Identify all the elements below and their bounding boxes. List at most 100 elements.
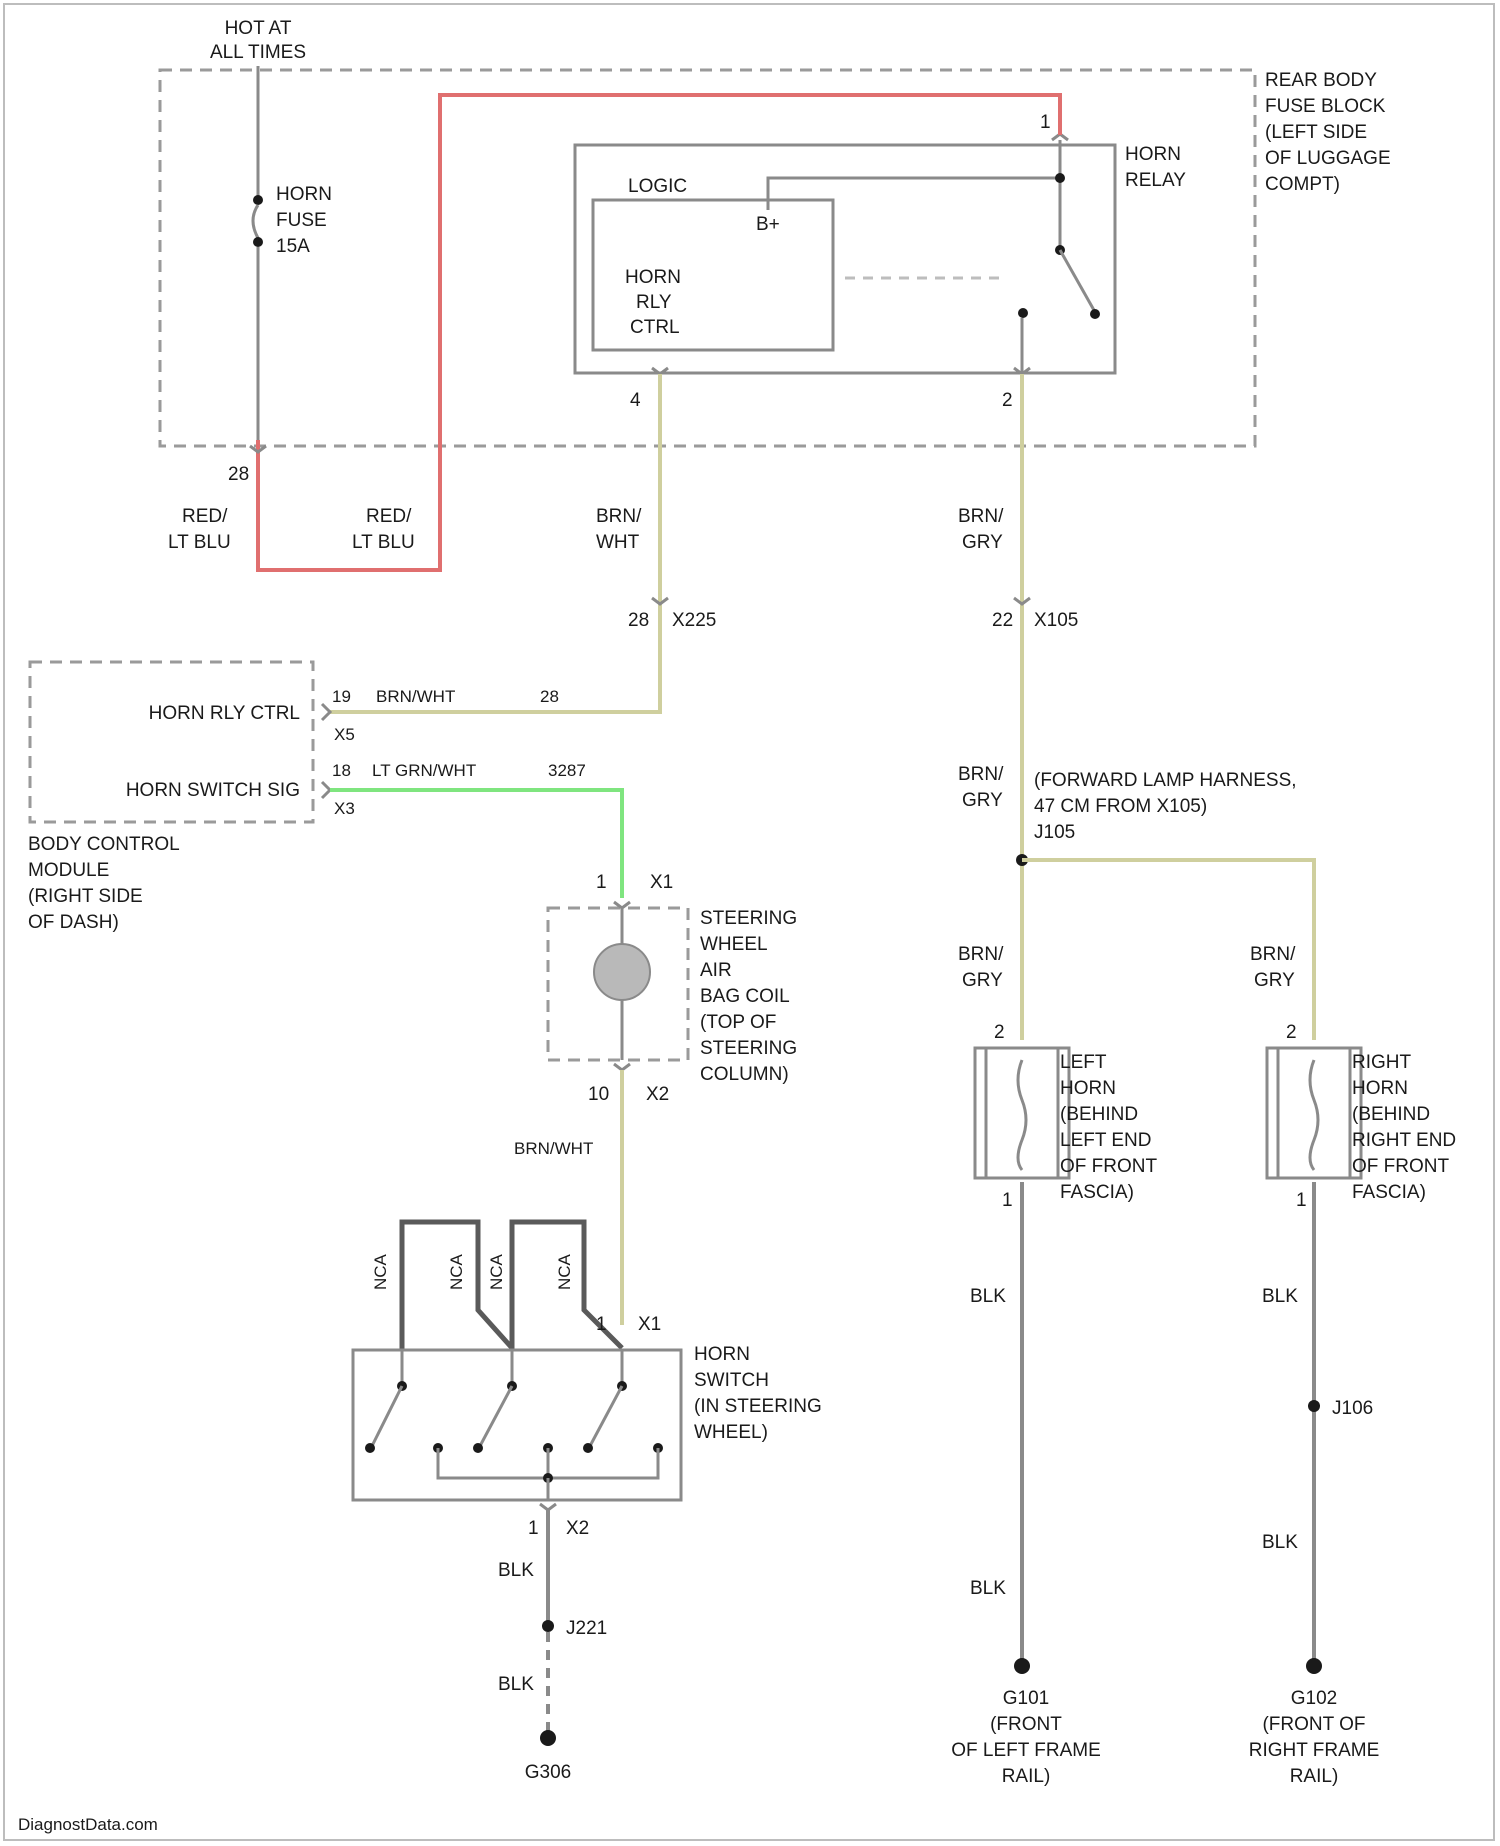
bcm-label-2: MODULE bbox=[28, 860, 109, 881]
x225-label: X225 bbox=[672, 610, 716, 631]
right-blk-label-2: BLK bbox=[1262, 1532, 1298, 1553]
left-horn-label-3: (BEHIND bbox=[1060, 1104, 1138, 1125]
clock-label-4: BAG COIL bbox=[700, 986, 790, 1007]
right-blk-label-1: BLK bbox=[1262, 1286, 1298, 1307]
clock-label-7: COLUMN) bbox=[700, 1064, 789, 1085]
horn-fuse-line2: FUSE bbox=[276, 210, 327, 231]
all-times-label: ALL TIMES bbox=[210, 42, 306, 63]
clock-label-3: AIR bbox=[700, 960, 732, 981]
fuse-block-label-3: (LEFT SIDE bbox=[1265, 122, 1367, 143]
nca-3: NCA bbox=[487, 1253, 506, 1290]
ground-g101-2: (FRONT bbox=[990, 1714, 1062, 1735]
bcm-pin-19: 19 bbox=[332, 687, 351, 706]
ground-g102-3: RIGHT FRAME bbox=[1249, 1740, 1380, 1761]
ground-g306: G306 bbox=[525, 1762, 571, 1783]
switch-x2-connector bbox=[540, 1504, 556, 1510]
brn-wht-switch-label: BRN/WHT bbox=[514, 1139, 593, 1158]
fuse-pin-28: 28 bbox=[228, 464, 249, 485]
right-horn-label-1: RIGHT bbox=[1352, 1052, 1412, 1073]
horn-switch-label-4: WHEEL) bbox=[694, 1422, 768, 1443]
ground-g101-1: G101 bbox=[1003, 1688, 1049, 1709]
switch-x2: X2 bbox=[566, 1518, 589, 1539]
clock-pin-1: 1 bbox=[596, 872, 607, 893]
brn-gry-label-7: BRN/ bbox=[1250, 944, 1296, 965]
switch-pin-1: 1 bbox=[596, 1314, 607, 1335]
brn-gry-label-1: BRN/ bbox=[958, 506, 1004, 527]
fuse-block-outline bbox=[160, 70, 1255, 446]
nca-1: NCA bbox=[371, 1253, 390, 1290]
left-horn-label-2: HORN bbox=[1060, 1078, 1116, 1099]
relay-pin-2: 2 bbox=[1002, 390, 1013, 411]
clock-label-5: (TOP OF bbox=[700, 1012, 776, 1033]
horn-switch-label-2: SWITCH bbox=[694, 1370, 769, 1391]
splice-j106: J106 bbox=[1332, 1398, 1373, 1419]
relay-contact-fixed bbox=[1018, 308, 1028, 318]
ground-g102-4: RAIL) bbox=[1290, 1766, 1339, 1787]
red-lt-blu-1-line1: RED/ bbox=[182, 506, 228, 527]
right-horn-pin-2: 2 bbox=[1286, 1022, 1297, 1043]
rly-ctrl-label-1: HORN bbox=[625, 267, 681, 288]
x105-pin: 22 bbox=[992, 610, 1013, 631]
clockspring-coil-icon bbox=[594, 944, 650, 1000]
right-horn-label-4: RIGHT END bbox=[1352, 1130, 1456, 1151]
horn-switch-label-3: (IN STEERING bbox=[694, 1396, 822, 1417]
ground-g102-1: G102 bbox=[1291, 1688, 1337, 1709]
logic-label: LOGIC bbox=[628, 176, 687, 197]
fuse-terminal-bottom bbox=[253, 237, 263, 247]
bcm-num-3287: 3287 bbox=[548, 761, 586, 780]
left-horn-icon bbox=[975, 1048, 1069, 1178]
brn-gry-label-3: BRN/ bbox=[958, 764, 1004, 785]
switch-blk-label-2: BLK bbox=[498, 1674, 534, 1695]
right-horn-icon bbox=[1267, 1048, 1361, 1178]
fuse-element bbox=[253, 205, 258, 238]
right-horn-label-6: FASCIA) bbox=[1352, 1182, 1426, 1203]
fuse-block-label-4: OF LUGGAGE bbox=[1265, 148, 1391, 169]
left-horn-label-1: LEFT bbox=[1060, 1052, 1107, 1073]
ground-g102-2: (FRONT OF bbox=[1262, 1714, 1365, 1735]
clock-label-6: STEERING bbox=[700, 1038, 797, 1059]
clock-x2: X2 bbox=[646, 1084, 669, 1105]
bcm-pin-18: 18 bbox=[332, 761, 351, 780]
brn-gry-label-5: BRN/ bbox=[958, 944, 1004, 965]
bcm-label-3: (RIGHT SIDE bbox=[28, 886, 143, 907]
relay-contact-arm bbox=[1060, 250, 1095, 312]
bcm-horn-rly-ctrl: HORN RLY CTRL bbox=[149, 703, 300, 724]
red-lt-blu-2-line1: RED/ bbox=[366, 506, 412, 527]
fuse-block-label-5: COMPT) bbox=[1265, 174, 1340, 195]
brn-wht-label-1: BRN/ bbox=[596, 506, 642, 527]
b-plus-feed bbox=[768, 178, 1060, 210]
horn-relay-label-1: HORN bbox=[1125, 144, 1181, 165]
ground-g101-4: RAIL) bbox=[1002, 1766, 1051, 1787]
relay-pin-4: 4 bbox=[630, 390, 641, 411]
relay-pin-1: 1 bbox=[1040, 112, 1051, 133]
brn-gry-label-2: GRY bbox=[962, 532, 1003, 553]
brn-gry-label-6: GRY bbox=[962, 970, 1003, 991]
ground-g102-icon bbox=[1306, 1658, 1322, 1674]
b-plus-label: B+ bbox=[756, 214, 780, 235]
switch-blk-label-1: BLK bbox=[498, 1560, 534, 1581]
bcm-wire-lt-grn-wht: LT GRN/WHT bbox=[372, 761, 476, 780]
ground-g101-icon bbox=[1014, 1658, 1030, 1674]
red-lt-blu-1-line2: LT BLU bbox=[168, 532, 231, 553]
bcm-pin-x5: X5 bbox=[334, 725, 355, 744]
left-horn-label-5: OF FRONT bbox=[1060, 1156, 1157, 1177]
switch-x1: X1 bbox=[638, 1314, 661, 1335]
clock-label-2: WHEEL bbox=[700, 934, 768, 955]
bcm-x5-connector bbox=[322, 704, 330, 720]
clock-x1: X1 bbox=[650, 872, 673, 893]
left-horn-label-4: LEFT END bbox=[1060, 1130, 1152, 1151]
relay-junction-dot bbox=[1055, 173, 1065, 183]
splice-j105: J105 bbox=[1034, 822, 1075, 843]
rly-ctrl-label-3: CTRL bbox=[630, 317, 680, 338]
horn-fuse-line3: 15A bbox=[276, 236, 310, 257]
left-blk-label-1: BLK bbox=[970, 1286, 1006, 1307]
bcm-num-28: 28 bbox=[540, 687, 559, 706]
bcm-wire-brn-wht: BRN/WHT bbox=[376, 687, 455, 706]
red-lt-blu-2-line2: LT BLU bbox=[352, 532, 415, 553]
ground-g101-3: OF LEFT FRAME bbox=[951, 1740, 1101, 1761]
bcm-pin-x3: X3 bbox=[334, 799, 355, 818]
bcm-horn-switch-sig: HORN SWITCH SIG bbox=[126, 780, 300, 801]
rly-ctrl-label-2: RLY bbox=[636, 292, 672, 313]
right-horn-pin-1: 1 bbox=[1296, 1190, 1307, 1211]
